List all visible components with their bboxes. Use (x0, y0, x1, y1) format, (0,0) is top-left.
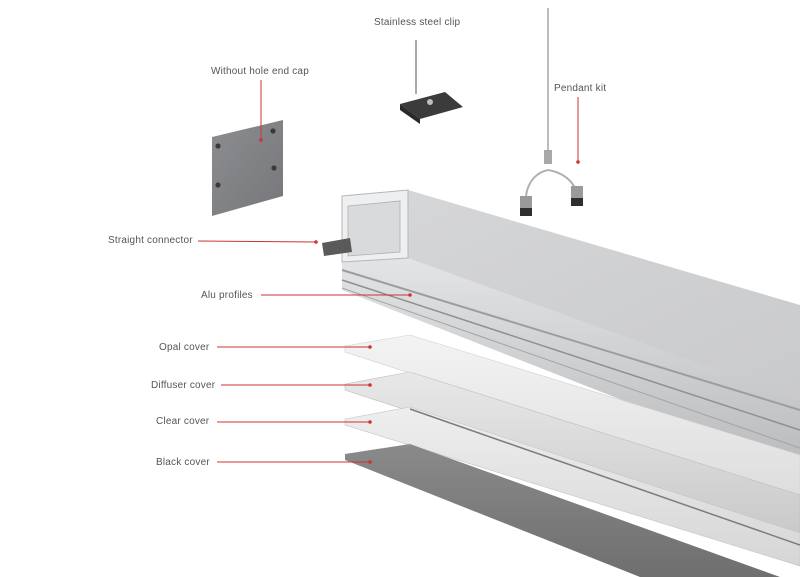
label-pendant-kit: Pendant kit (554, 83, 607, 94)
label-straight-connector: Straight connector (108, 235, 193, 246)
label-alu-profiles: Alu profiles (201, 290, 253, 301)
leader-lines (197, 80, 579, 463)
label-clear-cover: Clear cover (156, 416, 210, 427)
alu-profile-part (341, 189, 800, 470)
clear-cover-part (344, 406, 800, 567)
label-opal-cover: Opal cover (159, 342, 210, 353)
opal-cover-part (344, 334, 800, 501)
label-black-cover: Black cover (156, 457, 210, 468)
end-cap-part (212, 120, 283, 216)
label-stainless-steel-clip: Stainless steel clip (374, 17, 461, 28)
black-cover-part (345, 444, 780, 577)
leader-dots (259, 138, 580, 464)
pendant-kit-part (520, 8, 583, 216)
label-without-hole-end-cap: Without hole end cap (211, 66, 309, 77)
label-diffuser-cover: Diffuser cover (151, 380, 216, 391)
steel-clip-part (400, 40, 463, 124)
straight-connector-part (322, 238, 352, 256)
